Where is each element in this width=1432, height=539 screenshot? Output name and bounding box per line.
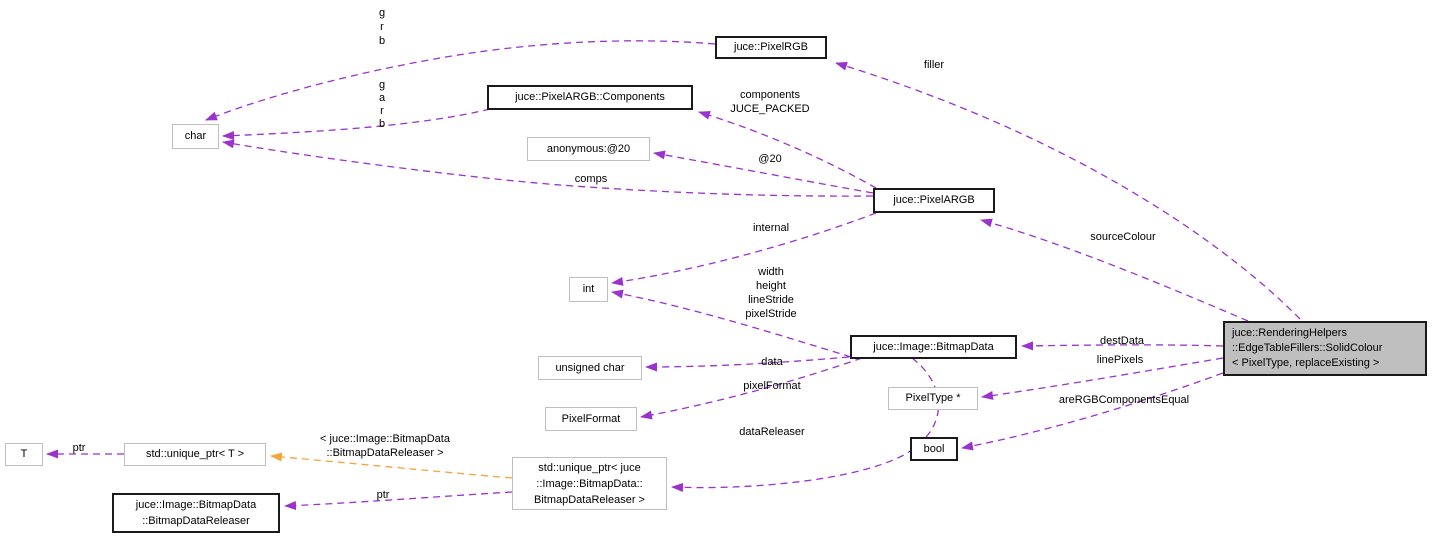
node-pixeltype-pointer: PixelType * (888, 387, 978, 410)
node-unsigned-char: unsigned char (538, 356, 642, 380)
edge-template-instantiation (270, 452, 513, 479)
node-juce-pixelrgb[interactable]: juce::PixelRGB (715, 36, 827, 59)
edge-components-juce-packed (698, 110, 877, 189)
edge-label-destdata: destData (1099, 335, 1145, 347)
node-std-unique-ptr-bitmapdatareleaser: std::unique_ptr< juce ::Image::BitmapDat… (512, 457, 667, 510)
edge-label-filler: filler (923, 59, 945, 71)
edge-label-internal: internal (752, 222, 790, 234)
edge-data-releaser (671, 357, 940, 492)
node-std-unique-ptr-t: std::unique_ptr< T > (124, 443, 266, 466)
node-t: T (5, 443, 43, 466)
edge-label-pixelformat: pixelFormat (743, 380, 801, 392)
node-juce-pixelargb[interactable]: juce::PixelARGB (873, 188, 995, 213)
edge-g-a-r-b (222, 108, 491, 141)
edge-data (645, 356, 850, 372)
edge-label-width-height-linestride-pixelstride: width height lineStride pixelStride (745, 266, 797, 320)
edge-label-comps: comps (574, 173, 608, 185)
node-juce-renderinghelpers-edgetablefillers-solidcolour: juce::RenderingHelpers ::EdgeTableFiller… (1223, 321, 1427, 376)
edge-label-at20: @20 (758, 153, 782, 165)
edge-label-datareleaser: dataReleaser (739, 426, 805, 438)
edge-bitmap-dims (611, 289, 852, 358)
node-anonymous-at20: anonymous:@20 (527, 137, 650, 161)
edge-label-arergbcomponentsequal: areRGBComponentsEqual (1058, 394, 1190, 406)
edge-label-g-r-b: g r b (378, 7, 386, 47)
edge-label-sourcecolour: sourceColour (1090, 231, 1156, 243)
edge-label-data: data (761, 356, 783, 368)
edge-at20 (653, 150, 874, 194)
edge-label-template-args: < juce::Image::BitmapData ::BitmapDataRe… (320, 433, 450, 459)
node-char: char (172, 124, 219, 149)
edge-comps (222, 139, 874, 197)
edge-g-r-b (205, 40, 716, 121)
edge-label-linepixels: linePixels (1096, 354, 1144, 366)
node-juce-image-bitmapdata-bitmapdatareleaser[interactable]: juce::Image::BitmapData ::BitmapDataRele… (112, 493, 280, 533)
node-bool[interactable]: bool (910, 437, 958, 461)
edge-label-g-a-r-b: g a r b (378, 79, 386, 130)
edge-label-ptr-right: ptr (376, 489, 390, 501)
edge-ptr-releaser (284, 491, 513, 511)
edge-label-ptr-left: ptr (72, 442, 86, 454)
edge-source-colour (980, 218, 1249, 322)
edge-label-components-juce-packed: components JUCE_PACKED (730, 89, 810, 115)
edge-line-pixels (981, 357, 1224, 400)
edge-filler (835, 61, 1301, 320)
node-juce-pixelargb-components[interactable]: juce::PixelARGB::Components (487, 85, 693, 110)
edge-dest-data (1021, 341, 1224, 351)
node-juce-image-bitmapdata[interactable]: juce::Image::BitmapData (850, 335, 1017, 359)
node-int: int (569, 277, 608, 302)
edge-internal (611, 212, 877, 286)
node-pixelformat: PixelFormat (545, 407, 637, 431)
edge-are-rgb-components-equal (961, 372, 1224, 451)
edge-pixel-format (640, 357, 863, 420)
